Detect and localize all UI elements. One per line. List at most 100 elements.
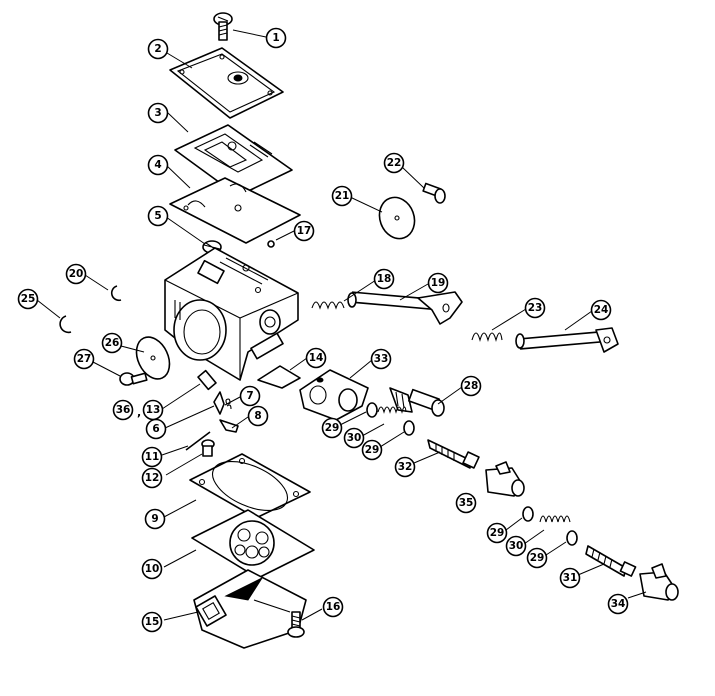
callout-28: 28: [460, 375, 482, 397]
svg-text:31: 31: [563, 572, 578, 584]
part-choke-screw: [119, 372, 148, 386]
part-low-speed-needle: [585, 545, 637, 577]
svg-text:34: 34: [611, 598, 626, 610]
svg-text:25: 25: [21, 293, 36, 305]
svg-text:29: 29: [365, 444, 380, 456]
svg-text:23: 23: [528, 302, 543, 314]
part-gasket-upper: [174, 124, 293, 197]
svg-text:6: 6: [152, 423, 159, 435]
svg-text:2: 2: [154, 43, 161, 55]
callout-36: 36: [112, 399, 134, 421]
svg-text:28: 28: [464, 380, 479, 392]
part-cover-plate: [169, 47, 284, 119]
part-pin: [185, 431, 211, 451]
svg-text:10: 10: [145, 563, 160, 575]
part-pump-cover: [193, 569, 307, 649]
svg-text:21: 21: [335, 190, 350, 202]
svg-text:19: 19: [431, 277, 446, 289]
svg-text:29: 29: [530, 552, 545, 564]
leader-lines: [36, 29, 647, 621]
part-screw-top: [213, 12, 233, 41]
part-throttle-spring: [311, 301, 345, 310]
svg-text:5: 5: [154, 210, 161, 222]
callout-11: 11: [141, 446, 163, 468]
callout-19: 19: [427, 272, 449, 294]
part-cap-34: [639, 563, 679, 601]
part-choke-shaft: [515, 327, 619, 353]
callout-26: 26: [101, 332, 123, 354]
callout-13: 13: [142, 399, 164, 421]
callout-8: 8: [247, 405, 269, 427]
part-check-ball: [267, 240, 275, 248]
svg-text:13: 13: [146, 404, 161, 416]
callout-14: 14: [305, 347, 327, 369]
svg-text:29: 29: [325, 422, 340, 434]
callout-29-c: 29: [486, 522, 508, 544]
part-o-ring-b: [403, 420, 415, 436]
part-screw-16: [287, 611, 305, 638]
callout-29-d: 29: [526, 547, 548, 569]
part-o-ring-a: [366, 402, 378, 418]
svg-text:16: 16: [326, 601, 341, 613]
part-fitting-13: [197, 369, 217, 391]
svg-text:8: 8: [254, 410, 261, 422]
callout-24: 24: [590, 299, 612, 321]
part-throttle-plate: [378, 196, 416, 240]
callout-3: 3: [147, 102, 169, 124]
callout-12: 12: [141, 467, 163, 489]
callout-10: 10: [141, 558, 163, 580]
part-cap-35: [485, 461, 525, 497]
callout-27: 27: [73, 348, 95, 370]
callout-9: 9: [144, 508, 166, 530]
svg-text:27: 27: [77, 353, 92, 365]
part-carburetor-body: [164, 247, 299, 381]
part-diaphragm-upper: [169, 177, 301, 244]
svg-text:35: 35: [459, 497, 474, 509]
part-throttle-shaft: [347, 291, 463, 325]
part-clip-20: [110, 285, 122, 302]
svg-text:15: 15: [145, 616, 160, 628]
callout-17: 17: [293, 220, 315, 242]
part-small-gasket: [257, 365, 301, 389]
part-diaphragm-lower: [191, 509, 315, 579]
callout-18: 18: [373, 268, 395, 290]
part-throttle-screw: [422, 182, 446, 204]
part-callouts: 1 2 3 4 5 17 22 21 18 19 20 25 23 24 26 …: [17, 27, 629, 633]
part-o-ring-c: [522, 506, 534, 522]
callout-6: 6: [145, 418, 167, 440]
svg-text:11: 11: [145, 451, 160, 463]
part-gasket-lower: [189, 453, 311, 519]
svg-text:20: 20: [69, 268, 84, 280]
callout-20: 20: [65, 263, 87, 285]
svg-text:18: 18: [377, 273, 392, 285]
svg-text:30: 30: [509, 540, 524, 552]
svg-text:3: 3: [154, 107, 161, 119]
part-clip-25: [59, 315, 72, 334]
part-pump-body: [299, 369, 369, 421]
svg-text:12: 12: [145, 472, 160, 484]
svg-text:32: 32: [398, 461, 413, 473]
callout-7: 7: [239, 385, 261, 407]
callout-25: 25: [17, 288, 39, 310]
callout-22: 22: [383, 152, 405, 174]
part-inlet-needle: [213, 391, 239, 433]
svg-text:36: 36: [116, 404, 131, 416]
callout-16: 16: [322, 596, 344, 618]
svg-text:1: 1: [272, 32, 279, 44]
part-spring-a: [377, 406, 407, 414]
callout-29-b: 29: [361, 439, 383, 461]
svg-text:9: 9: [151, 513, 158, 525]
callout-30-a: 30: [343, 427, 365, 449]
callout-21: 21: [331, 185, 353, 207]
callout-31: 31: [559, 567, 581, 589]
svg-text:22: 22: [387, 157, 402, 169]
callout-2: 2: [147, 38, 169, 60]
callout-34: 34: [607, 593, 629, 615]
part-choke-spring: [471, 332, 503, 343]
svg-text:30: 30: [347, 432, 362, 444]
callout-29-a: 29: [321, 417, 343, 439]
callout-35: 35: [455, 492, 477, 514]
callout-32: 32: [394, 456, 416, 478]
